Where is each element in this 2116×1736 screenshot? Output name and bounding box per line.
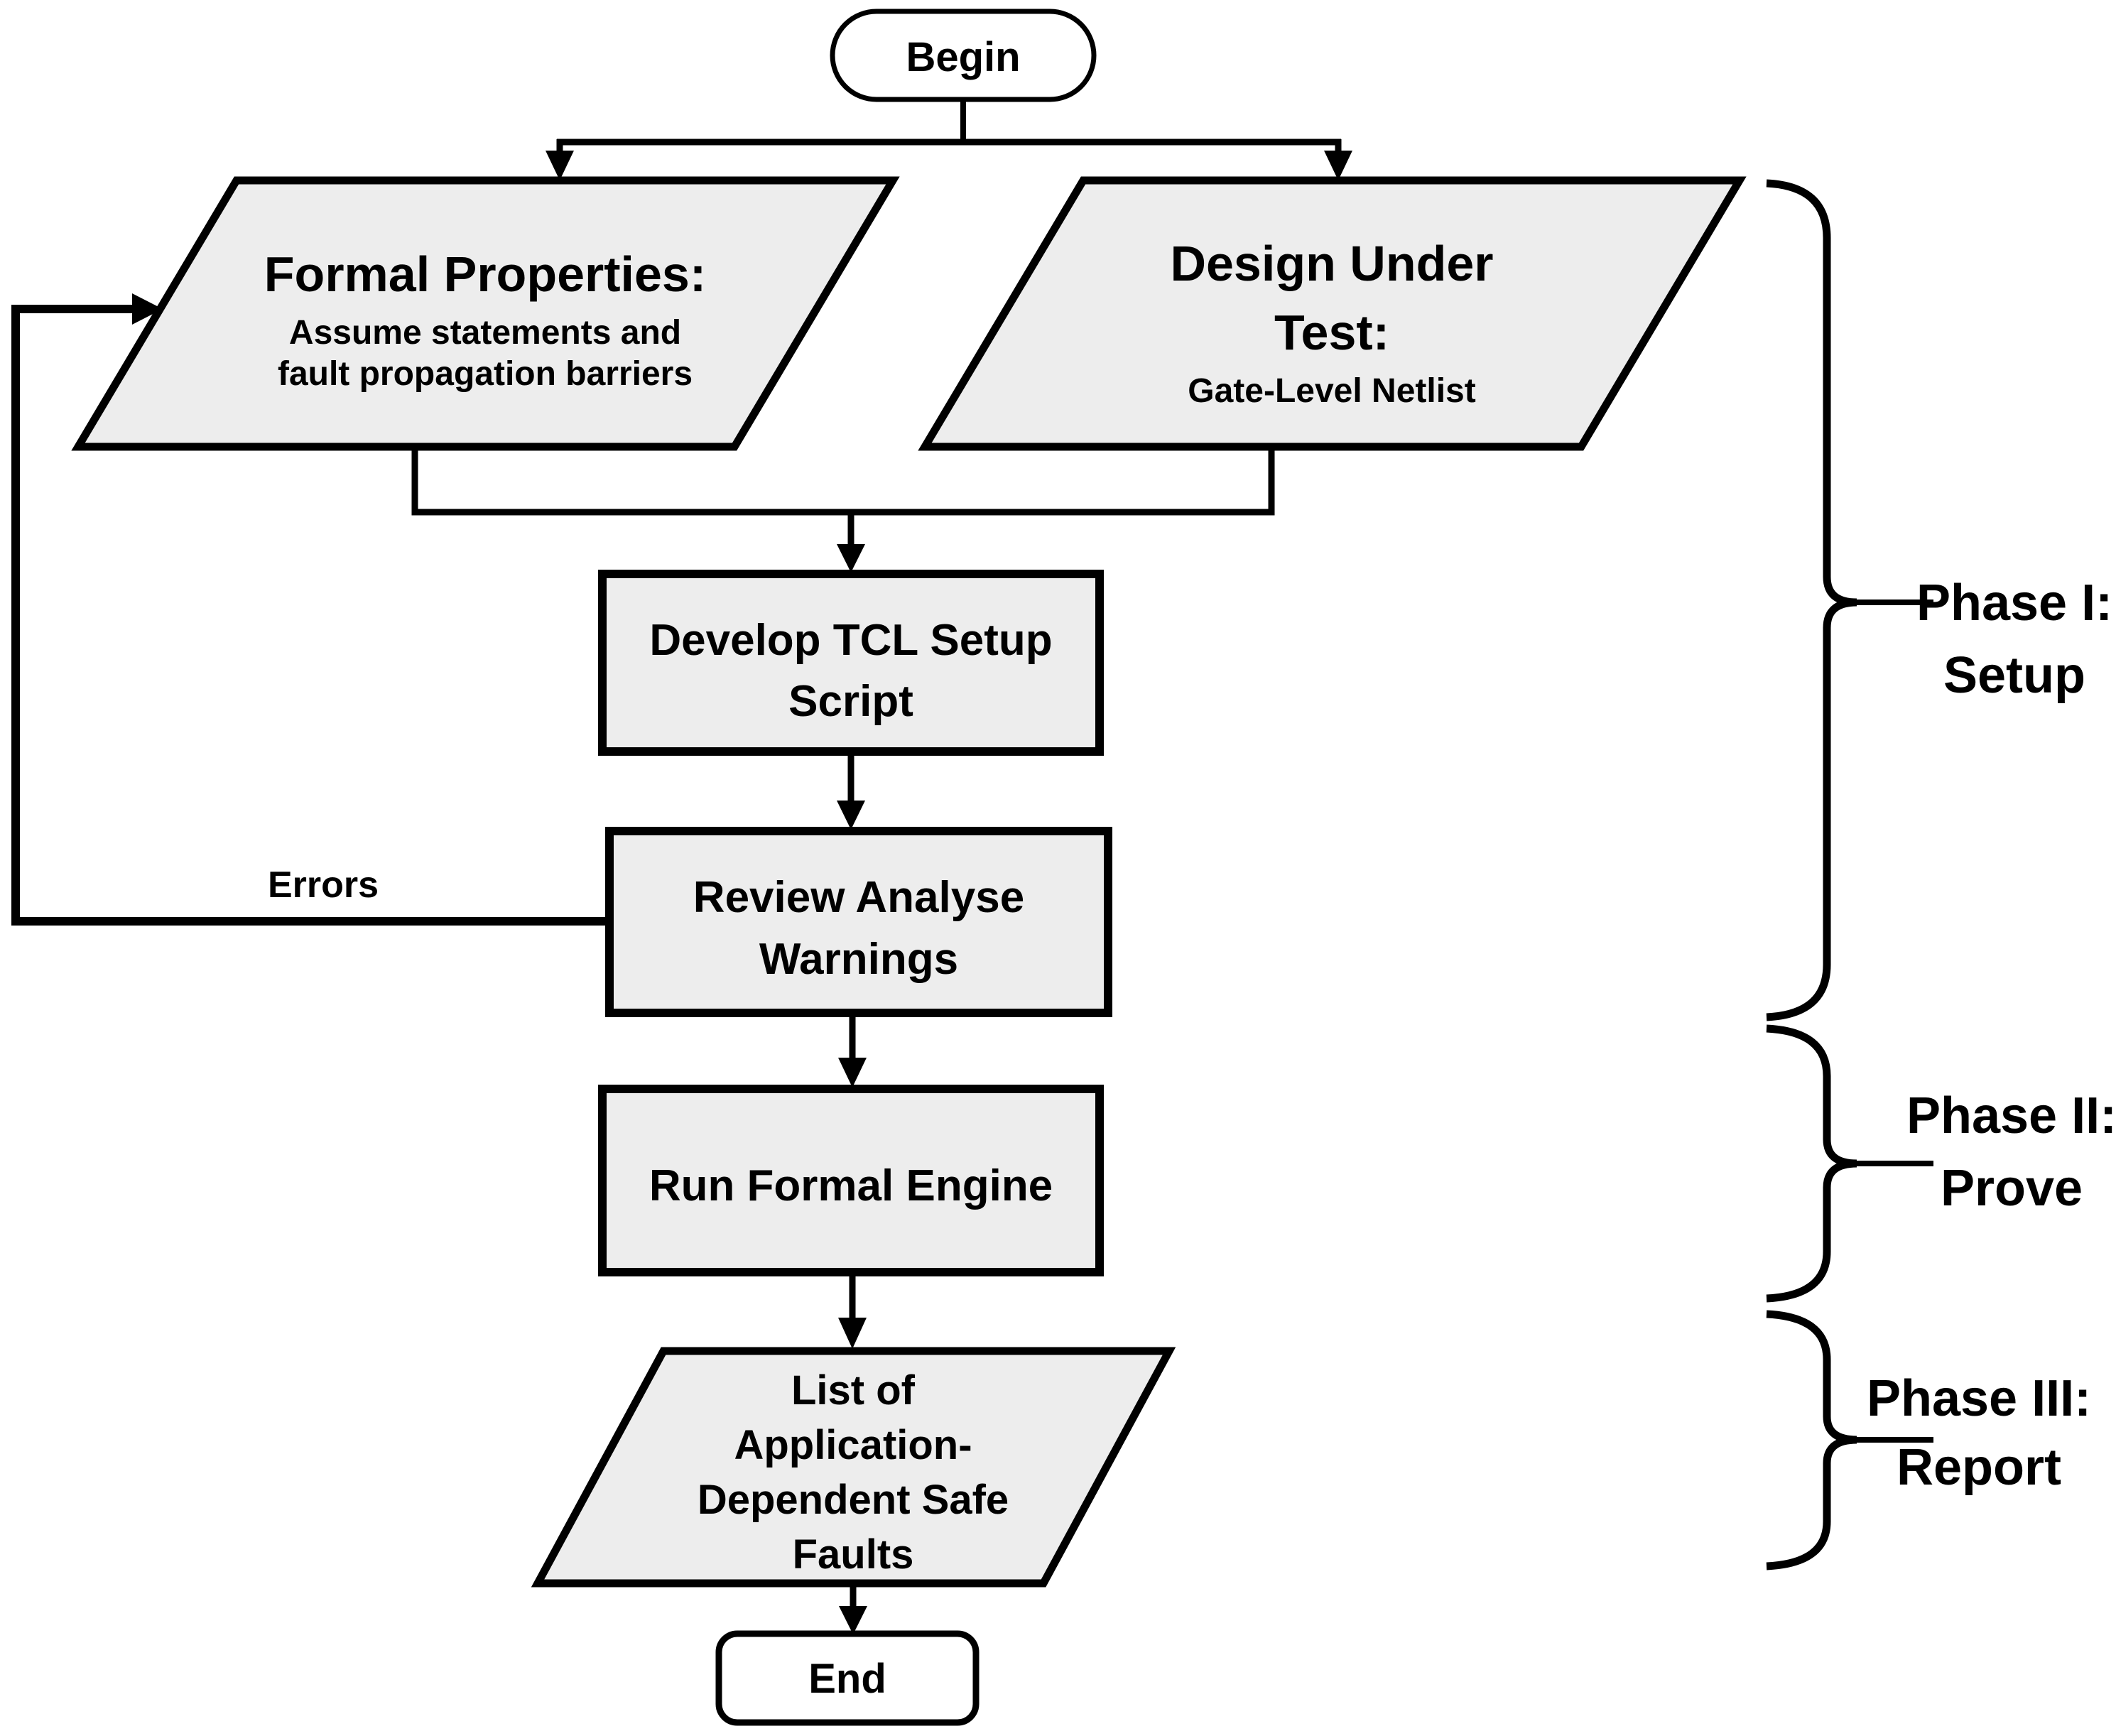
phase-2-name: Phase II: (1906, 1087, 2116, 1144)
formal-properties-sub1: Assume statements and (289, 314, 681, 352)
formal-properties-sub2: fault propagation barriers (278, 355, 693, 393)
phase-1-brace (1766, 179, 1857, 1021)
edge-errors-feedback (11, 305, 609, 926)
arrowhead-errors-into-formal-properties (132, 293, 163, 325)
develop-tcl-script-node (598, 570, 1104, 756)
arrowhead-into-design-under-test (1324, 151, 1352, 180)
begin-node (830, 9, 1097, 102)
phase-3-brace (1766, 1310, 1857, 1570)
phase-2-detail: Prove (1941, 1160, 2083, 1217)
review-analyse-warnings-node (605, 827, 1112, 1017)
list-safe-faults-line1: List of (791, 1367, 916, 1414)
errors-edge-label: Errors (268, 864, 379, 906)
phase-3-name: Phase III: (1867, 1370, 2091, 1427)
phase-3-detail: Report (1897, 1439, 2061, 1496)
run-formal-engine-node (598, 1085, 1104, 1276)
arrowhead-into-list (838, 1318, 867, 1349)
list-safe-faults-node (531, 1347, 1176, 1588)
end-node (715, 1630, 980, 1726)
arrowhead-into-review (837, 801, 865, 830)
formal-properties-node (71, 176, 900, 451)
begin-label: Begin (906, 34, 1020, 80)
end-label: End (808, 1656, 886, 1702)
run-formal-engine-label: Run Formal Engine (649, 1161, 1053, 1210)
edges (11, 99, 1352, 1634)
edge-merge-connector (411, 447, 1275, 516)
list-safe-faults-line2: Application- (734, 1422, 972, 1468)
list-safe-faults-line4: Faults (793, 1531, 914, 1578)
phase-annotations: Phase I: Setup Phase II: Prove Phase III… (1766, 179, 2116, 1570)
design-under-test-title2: Test: (1274, 305, 1389, 360)
design-under-test-sub: Gate-Level Netlist (1188, 372, 1475, 410)
arrowhead-into-develop (837, 544, 865, 573)
develop-tcl-script-line2: Script (788, 677, 913, 726)
review-analyse-warnings-line2: Warnings (759, 935, 958, 984)
arrowhead-into-run (838, 1058, 867, 1087)
review-analyse-warnings-line1: Review Analyse (693, 873, 1024, 922)
list-safe-faults-line3: Dependent Safe (698, 1477, 1009, 1523)
arrowhead-into-formal-properties (546, 151, 574, 180)
arrowhead-into-end (839, 1606, 867, 1634)
develop-tcl-script-line1: Develop TCL Setup (649, 616, 1052, 665)
phase-2-brace (1766, 1024, 1857, 1303)
phase-1-name: Phase I: (1916, 575, 2112, 631)
formal-properties-title: Formal Properties: (264, 246, 706, 302)
phase-1-detail: Setup (1943, 647, 2085, 704)
design-under-test-title1: Design Under (1170, 236, 1493, 291)
design-under-test-node (918, 176, 1747, 451)
